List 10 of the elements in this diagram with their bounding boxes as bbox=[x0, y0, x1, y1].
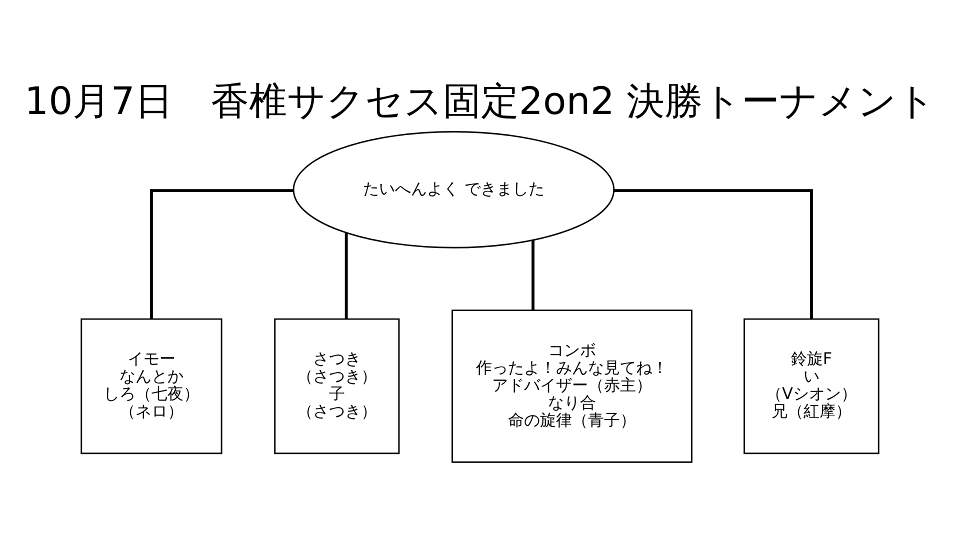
node-ellipse: たいへんよく できました bbox=[292, 131, 615, 248]
connector bbox=[614, 189, 813, 319]
connector bbox=[532, 240, 534, 310]
connector bbox=[150, 189, 294, 319]
node-box: イモー なんとか しろ（七夜） （ネロ） bbox=[80, 318, 222, 454]
node-box: さつき （さつき） 子 （さつき） bbox=[274, 318, 400, 454]
node-box: コンボ 作ったよ！みんな見てね！ アドバイザー（赤主） なり合 命の旋律（青子） bbox=[452, 310, 692, 463]
node-box: 鈴旋F い （Vシオン） 兄（紅摩） bbox=[744, 318, 880, 454]
diagram-title: 10月7日 香椎サクセス固定2on2 決勝トーナメント bbox=[24, 79, 936, 124]
connector bbox=[344, 232, 348, 319]
